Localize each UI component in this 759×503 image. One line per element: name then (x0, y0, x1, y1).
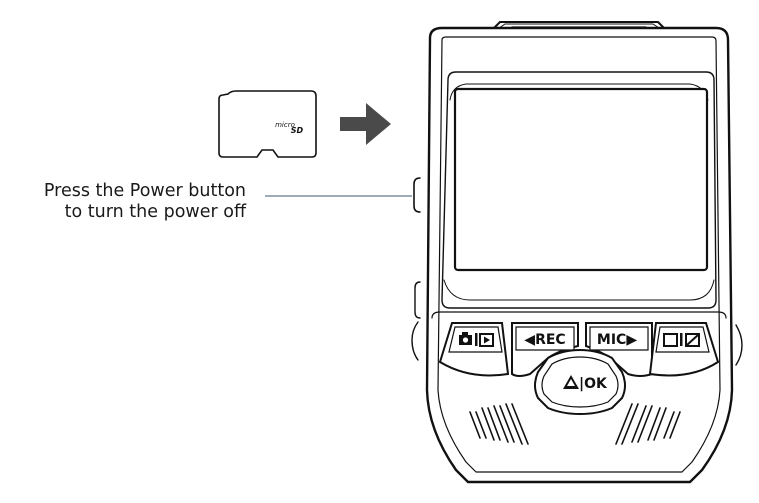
microsd-card-icon: micro SD (218, 90, 317, 158)
power-off-instruction: Press the Power button to turn the power… (0, 181, 246, 223)
screen-bezel (441, 71, 717, 309)
speaker-grille-left (469, 403, 529, 445)
ok-button-label: |OK (579, 376, 608, 392)
lcd-screen (453, 87, 709, 272)
microsd-label-micro: micro (275, 121, 295, 129)
arrow-right-icon (340, 103, 391, 145)
warning-triangle-icon (563, 375, 579, 389)
play-icon (479, 333, 494, 347)
mode-button[interactable] (438, 322, 510, 377)
mic-button[interactable]: MIC▶ (585, 322, 653, 377)
instruction-line-2: to turn the power off (64, 202, 246, 222)
mic-button-label: MIC▶ (597, 332, 637, 348)
microsd-label-sd: SD (291, 126, 304, 135)
ok-button[interactable]: |OK (534, 348, 626, 416)
instruction-line-1: Press the Power button (43, 181, 246, 201)
camera-icon (459, 332, 472, 345)
power-side-button[interactable] (413, 177, 421, 213)
speaker-grille-right (615, 403, 681, 445)
screen-off-icon (685, 333, 700, 347)
rec-button-label: ◀REC (524, 332, 565, 348)
screen-toggle-button[interactable] (648, 322, 720, 377)
screen-on-icon (663, 333, 678, 347)
rec-button[interactable]: ◀REC (511, 322, 579, 377)
